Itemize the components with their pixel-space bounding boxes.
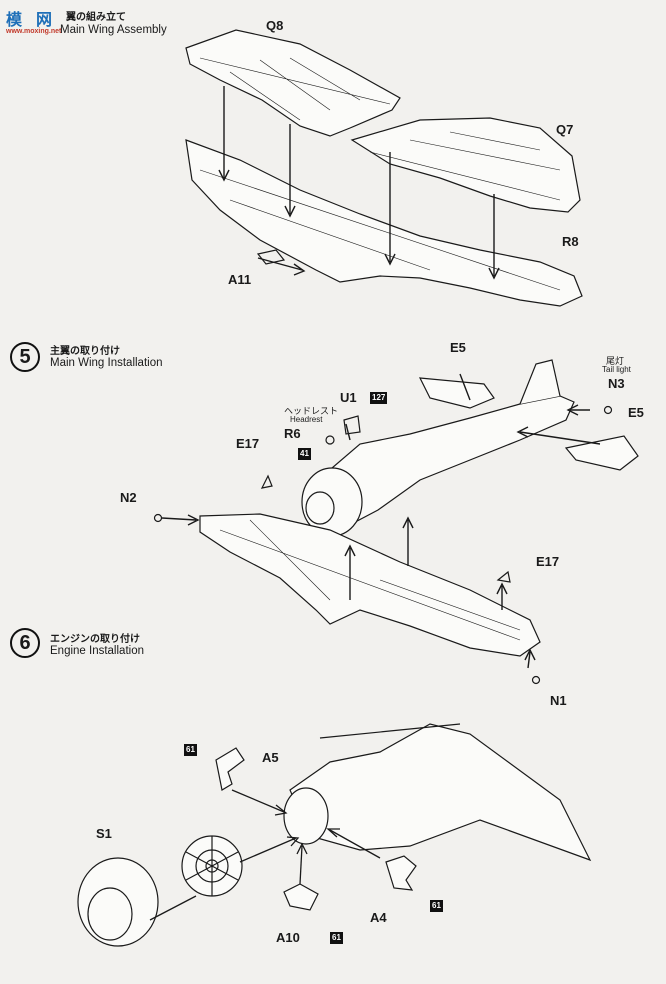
watermark-url: www.moxing.net (6, 28, 62, 35)
part-label-r8: R8 (562, 234, 579, 249)
engine-cylinders (181, 835, 243, 897)
part-label-e5-right: E5 (628, 405, 644, 420)
part-label-n3: N3 (608, 376, 625, 391)
part-label-a10: A10 (276, 930, 300, 945)
part-label-e17-left: E17 (236, 436, 260, 451)
part-label-s1: S1 (96, 826, 112, 841)
step4-arrows (218, 86, 500, 280)
part-n3-shape (603, 405, 613, 415)
step6-title-jp: エンジンの取り付け (50, 634, 140, 645)
step-number-5: 5 (10, 342, 40, 372)
headrest-note-en: Headrest (290, 415, 323, 424)
paint-badge-61-a4: 61 (430, 900, 443, 912)
step5-title-en: Main Wing Installation (50, 357, 163, 369)
watermark-char-2: 网 (36, 12, 53, 29)
cowling-s1 (77, 857, 159, 947)
paint-badge-61-a10: 61 (330, 932, 343, 944)
part-label-q7: Q7 (556, 122, 574, 137)
fuselage (301, 359, 575, 537)
part-label-a11: A11 (228, 272, 252, 287)
part-label-a4: A4 (370, 910, 387, 925)
exhaust-parts (215, 747, 417, 911)
watermark-char-1: 模 (6, 12, 23, 29)
horizontal-stabilizers (418, 377, 639, 471)
step6-title-en: Engine Installation (50, 645, 144, 657)
site-watermark-logo: 模 网 www.moxing.net (6, 6, 68, 40)
step-number-6: 6 (10, 628, 40, 658)
step5-title-jp: 主翼の取り付け (50, 346, 120, 357)
upper-wing-left-q8 (185, 29, 401, 137)
forward-fuselage (283, 723, 592, 862)
headrest-note-jp: ヘッドレスト (284, 406, 339, 416)
part-label-e5-stabilizer: E5 (450, 340, 466, 355)
step5-arrows (161, 373, 601, 669)
part-a11-shape (256, 249, 286, 265)
part-n2-shape (153, 513, 163, 523)
part-label-q8: Q8 (266, 18, 284, 33)
paint-badge-61-a5: 61 (184, 744, 197, 756)
step4-title-en: Main Wing Assembly (60, 24, 167, 36)
part-label-n2: N2 (120, 490, 137, 505)
paint-badge-41: 41 (298, 448, 311, 460)
paint-badge-127: 127 (370, 392, 388, 404)
part-u1-shape (343, 415, 361, 435)
part-label-n1: N1 (550, 693, 567, 708)
part-label-e17-right: E17 (536, 554, 560, 569)
lower-wing-r8 (185, 139, 583, 307)
part-n1-shape (531, 675, 541, 685)
part-label-a5: A5 (262, 750, 279, 765)
part-e17a-shape (260, 474, 273, 489)
main-wing-assembled (199, 513, 541, 657)
part-label-r6: R6 (284, 426, 301, 441)
upper-wing-right-q7 (350, 117, 581, 213)
step4-title-jp: 翼の組み立て (66, 12, 126, 23)
part-label-u1: U1 (340, 390, 357, 405)
taillight-note-en: Tail light (602, 365, 631, 374)
taillight-note-jp: 尾灯 (606, 356, 625, 366)
part-r6-shape (325, 435, 335, 445)
part-e17b-shape (496, 570, 511, 583)
step6-arrows (149, 789, 381, 921)
